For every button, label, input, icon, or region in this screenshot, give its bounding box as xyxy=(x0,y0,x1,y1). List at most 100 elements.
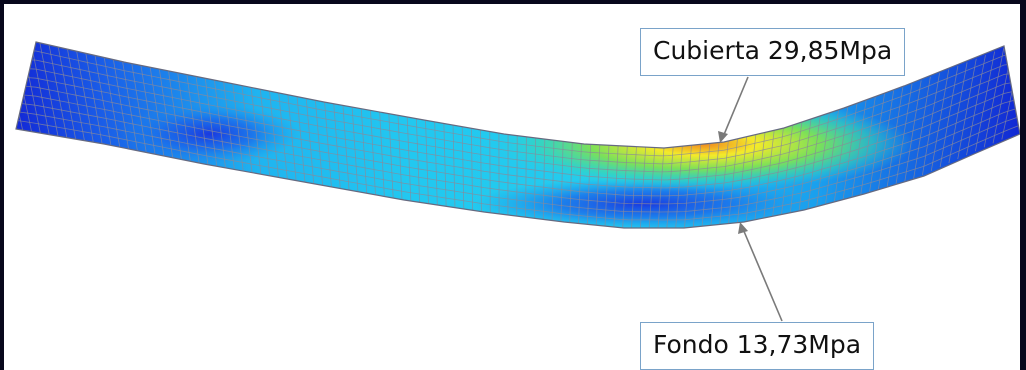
mesh-transverse-line xyxy=(112,59,130,150)
mesh-transverse-line xyxy=(851,100,867,198)
mesh-transverse-line xyxy=(415,116,421,205)
mesh-longitudinal-line xyxy=(16,102,1020,205)
mesh-transverse-line xyxy=(842,103,858,200)
mesh-transverse-line xyxy=(177,71,191,163)
mesh-transverse-line xyxy=(489,129,491,215)
mesh-transverse-line xyxy=(886,87,904,187)
top-stress-label: Cubierta 29,85Mpa xyxy=(653,36,893,65)
mesh-transverse-line xyxy=(613,143,619,228)
mesh-transverse-line xyxy=(76,51,94,143)
mesh-transverse-line xyxy=(213,79,227,169)
mesh-longitudinal-line xyxy=(16,119,1020,221)
mesh-transverse-line xyxy=(983,47,1005,148)
mesh-transverse-line xyxy=(30,42,50,136)
mesh-transverse-line xyxy=(631,144,637,228)
mesh-transverse-line xyxy=(232,82,244,173)
mesh-transverse-line xyxy=(922,73,940,175)
mesh-transverse-line xyxy=(904,80,922,182)
mesh-transverse-line xyxy=(666,145,674,228)
mesh-transverse-line xyxy=(223,80,235,171)
mesh-transverse-line xyxy=(807,115,821,210)
mesh-transverse-line xyxy=(48,44,68,139)
mesh-transverse-line xyxy=(324,100,332,189)
mesh-transverse-line xyxy=(388,112,394,200)
mesh-transverse-line xyxy=(719,139,729,227)
mesh-transverse-line xyxy=(974,51,996,152)
mesh-transverse-line xyxy=(425,118,429,206)
mesh-transverse-line xyxy=(639,144,647,228)
mesh-transverse-line xyxy=(728,137,738,226)
mesh-transverse-line xyxy=(94,55,112,146)
mesh-transverse-line xyxy=(195,75,209,166)
mesh-transverse-line xyxy=(250,86,262,176)
mesh-transverse-line xyxy=(57,46,77,140)
bottom-stress-callout: Fondo 13,73Mpa xyxy=(640,322,875,370)
mesh-transverse-line xyxy=(833,106,849,203)
mesh-longitudinal-line xyxy=(16,93,1020,197)
mesh-transverse-line xyxy=(67,49,85,142)
mesh-transverse-line xyxy=(595,142,601,228)
mesh-transverse-line xyxy=(122,61,138,152)
leader-line-bottom xyxy=(742,228,783,322)
mesh-transverse-line xyxy=(622,144,628,228)
mesh-transverse-line xyxy=(360,107,368,195)
mesh-transverse-line xyxy=(816,112,830,207)
mesh-transverse-line xyxy=(798,118,812,212)
mesh-transverse-line xyxy=(278,91,288,181)
mesh-transverse-line xyxy=(342,103,350,192)
mesh-transverse-line xyxy=(736,135,748,225)
mesh-longitudinal-line xyxy=(16,111,1020,213)
mesh-transverse-line xyxy=(470,126,474,213)
mesh-transverse-line xyxy=(692,142,702,228)
bottom-stress-label: Fondo 13,73Mpa xyxy=(653,330,862,359)
leader-arrow-top xyxy=(718,131,728,143)
mesh-transverse-line xyxy=(930,69,950,172)
mesh-transverse-line xyxy=(241,84,253,174)
mesh-transverse-line xyxy=(675,144,683,228)
mesh-transverse-line xyxy=(434,120,438,207)
mesh-transverse-line xyxy=(913,76,931,179)
mesh-transverse-line xyxy=(710,140,720,227)
mesh-transverse-line xyxy=(516,133,518,219)
mesh-transverse-line xyxy=(772,127,784,218)
mesh-transverse-line xyxy=(287,93,297,182)
mesh-transverse-line xyxy=(877,90,895,190)
mesh-transverse-line xyxy=(204,77,218,168)
mesh-transverse-line xyxy=(168,70,182,161)
mesh-transverse-line xyxy=(754,131,766,221)
mesh-transverse-line xyxy=(461,124,465,211)
mesh-transverse-line xyxy=(443,121,447,209)
mesh-transverse-line xyxy=(869,93,885,193)
mesh-transverse-line xyxy=(578,141,582,226)
mesh-transverse-line xyxy=(369,108,377,197)
mesh-transverse-line xyxy=(604,143,610,228)
mesh-transverse-line xyxy=(158,68,174,159)
mesh-transverse-line xyxy=(789,121,803,214)
top-stress-callout: Cubierta 29,85Mpa xyxy=(640,28,906,76)
finite-element-mesh xyxy=(4,40,1020,228)
mesh-transverse-line xyxy=(103,57,121,148)
mesh-longitudinal-line xyxy=(16,67,1020,173)
mesh-transverse-line xyxy=(701,141,711,228)
mesh-transverse-line xyxy=(745,133,757,223)
leader-arrow-bottom xyxy=(738,222,748,234)
fem-figure-panel: Cubierta 29,85Mpa Fondo 13,73Mpa xyxy=(4,4,1020,370)
mesh-transverse-line xyxy=(860,97,876,195)
mesh-transverse-line xyxy=(939,65,959,168)
mesh-transverse-line xyxy=(333,102,341,190)
mesh-transverse-line xyxy=(825,109,839,205)
mesh-transverse-line xyxy=(480,127,482,214)
mesh-transverse-line xyxy=(149,66,165,157)
mesh-transverse-line xyxy=(4,40,14,131)
mesh-transverse-line xyxy=(296,95,306,184)
beam-outline xyxy=(15,41,1020,229)
mesh-longitudinal-line xyxy=(16,50,1020,157)
mesh-transverse-line xyxy=(957,58,977,160)
mesh-transverse-line xyxy=(648,145,656,228)
mesh-transverse-line xyxy=(16,42,24,132)
mesh-transverse-line xyxy=(351,105,359,194)
mesh-transverse-line xyxy=(586,142,592,227)
mesh-transverse-line xyxy=(551,138,555,223)
mesh-transverse-line xyxy=(683,143,693,228)
mesh-transverse-line xyxy=(131,62,147,154)
